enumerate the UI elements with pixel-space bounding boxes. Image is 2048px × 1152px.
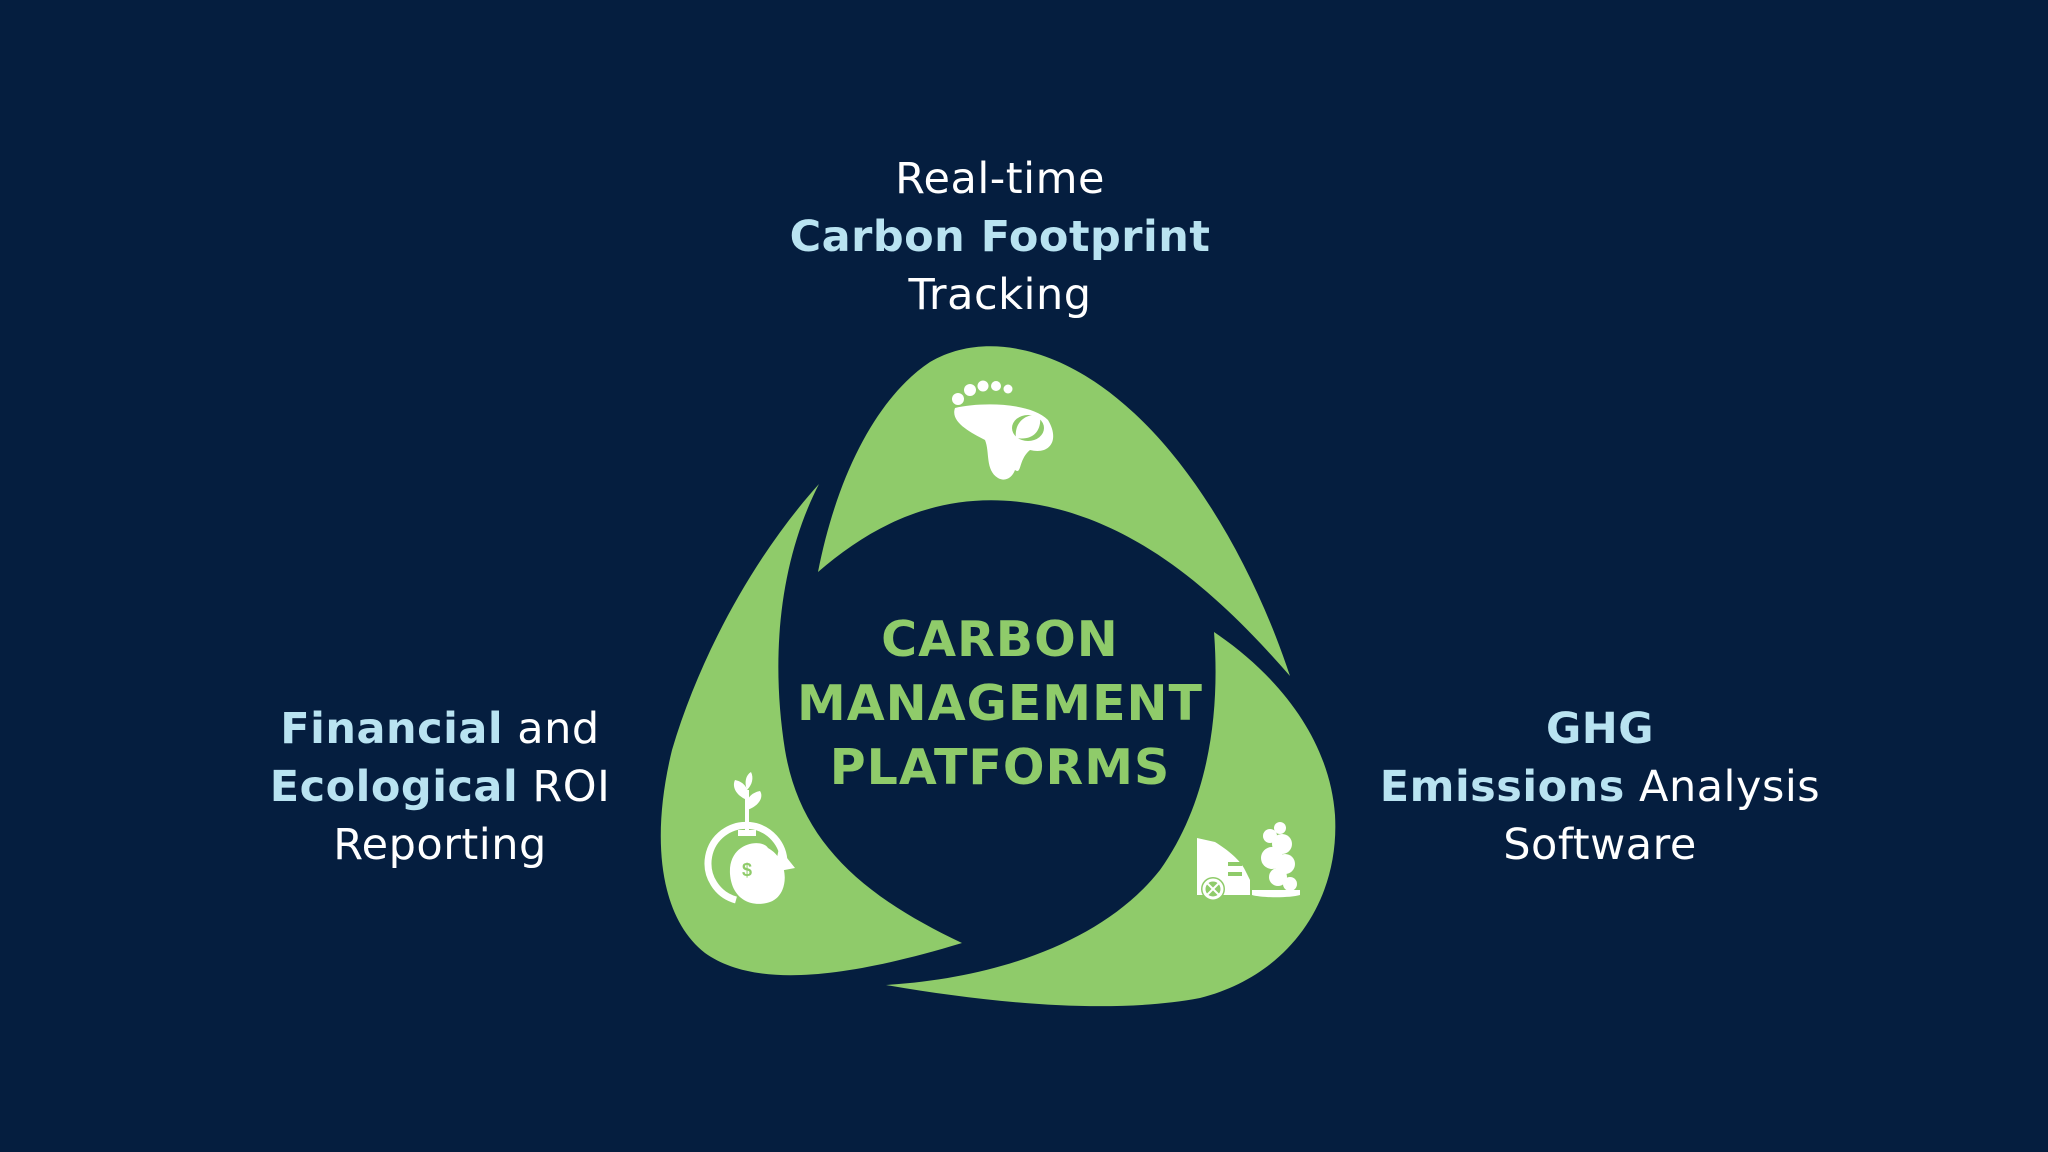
label-right-line3: Software xyxy=(1503,820,1697,870)
svg-text:$: $ xyxy=(742,860,752,880)
label-right-line2: Emissions Analysis xyxy=(1300,758,1900,816)
center-title-line1: CARBON xyxy=(881,611,1119,668)
center-title: CARBON MANAGEMENT PLATFORMS xyxy=(760,608,1240,800)
label-roi-reporting: Financial and Ecological ROI Reporting xyxy=(190,700,690,874)
car-emissions-icon xyxy=(1197,822,1300,901)
label-top-line3: Tracking xyxy=(908,270,1092,320)
footprint-leaf-icon xyxy=(952,380,1054,480)
label-left-line2: Ecological ROI xyxy=(190,758,690,816)
label-ghg-analysis: GHG Emissions Analysis Software xyxy=(1300,700,1900,874)
label-left-line1: Financial and xyxy=(190,700,690,758)
label-left-line2-bold: Ecological xyxy=(269,762,519,812)
label-right-line2-rest: Analysis xyxy=(1624,762,1821,812)
label-top-line2: Carbon Footprint xyxy=(789,212,1211,262)
label-top-line1: Real-time xyxy=(895,154,1105,204)
segment-top xyxy=(818,346,1290,676)
segment-right xyxy=(886,632,1336,1007)
label-carbon-footprint: Real-time Carbon Footprint Tracking xyxy=(700,150,1300,324)
money-bag-plant-icon: $ xyxy=(704,772,795,904)
label-left-line1-rest: and xyxy=(503,704,600,754)
center-title-line3: PLATFORMS xyxy=(829,739,1171,796)
center-title-line2: MANAGEMENT xyxy=(797,675,1203,732)
label-left-line1-bold: Financial xyxy=(280,704,504,754)
label-left-line2-rest: ROI xyxy=(518,762,611,812)
label-left-line3: Reporting xyxy=(333,820,547,870)
label-right-line2-bold: Emissions xyxy=(1379,762,1625,812)
label-right-line1: GHG xyxy=(1545,704,1655,754)
segment-left xyxy=(660,484,962,976)
